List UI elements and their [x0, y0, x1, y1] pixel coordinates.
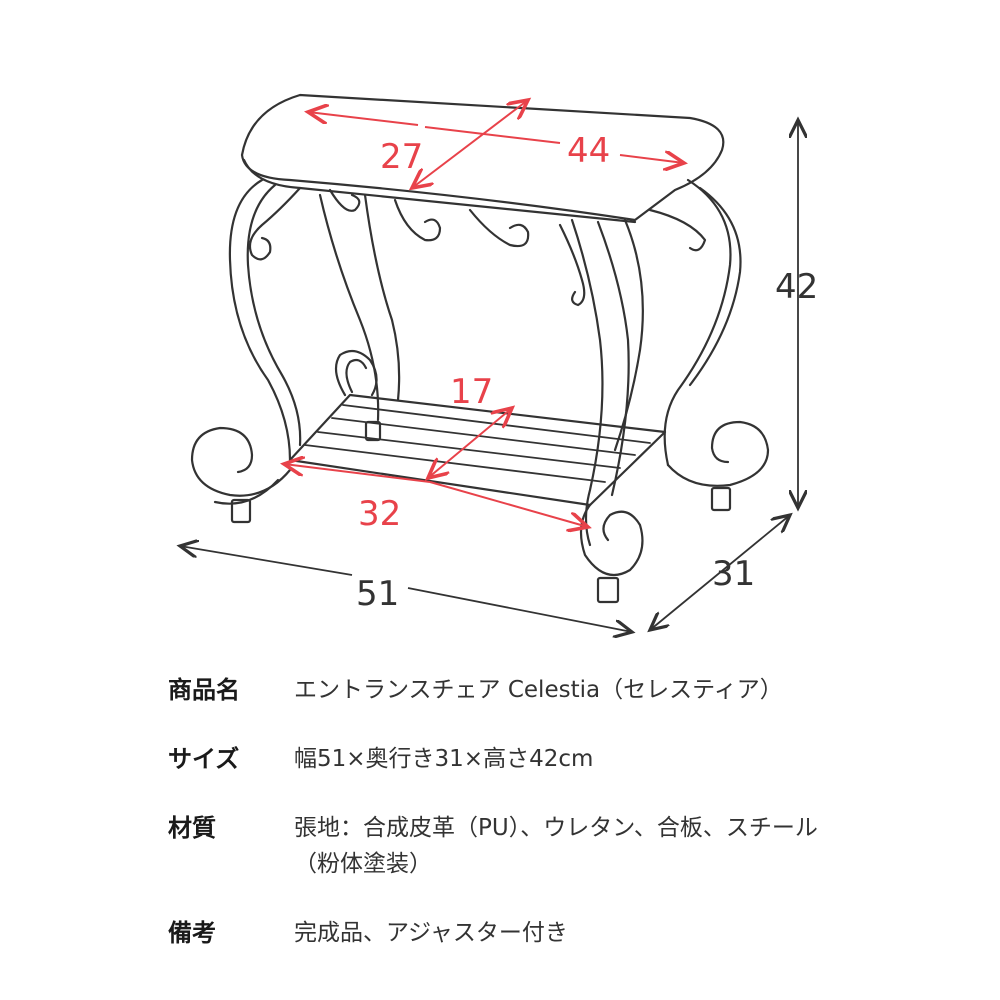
- coil-left: [334, 349, 378, 397]
- shelf-width-label: 32: [358, 494, 401, 534]
- spec-value: 完成品、アジャスター付き: [294, 920, 568, 946]
- spec-row-product-name: 商品名 エントランスチェア Celestia（セレスティア）: [168, 672, 948, 708]
- spec-label: 材質: [168, 814, 216, 842]
- spec-label: 備考: [168, 919, 216, 947]
- shelf: [288, 393, 667, 507]
- seat-cushion: [240, 93, 725, 222]
- scroll-mid1: [328, 188, 361, 212]
- stool-dimension-diagram: 27 44 17 32 42 51 31: [0, 93, 818, 650]
- adjuster-back: [364, 420, 382, 442]
- scroll-mid2: [393, 198, 442, 242]
- spec-row-size: サイズ 幅51×奥行き31×高さ42cm: [168, 741, 948, 777]
- spec-row-notes: 備考 完成品、アジャスター付き: [168, 915, 948, 951]
- depth-arrow: [650, 515, 790, 630]
- spec-value: 幅51×奥行き31×高さ42cm: [294, 746, 594, 772]
- adjuster-front: [596, 576, 620, 604]
- spec-value: 張地：合成皮革（PU）、ウレタン、合板、スチール（粉体塗装）: [294, 815, 818, 877]
- spec-label: サイズ: [168, 745, 240, 773]
- spec-row-material: 材質 張地：合成皮革（PU）、ウレタン、合板、スチール（粉体塗装）: [168, 810, 948, 882]
- width-label: 51: [356, 574, 399, 614]
- width-arrow-left: [180, 546, 353, 576]
- seat-depth-label: 27: [380, 137, 423, 177]
- height-label: 42: [775, 267, 818, 307]
- seat-width-arrow-mid: [424, 126, 561, 144]
- shelf-width-arrow-left: [284, 464, 431, 483]
- seat-width-arrow-right: [619, 155, 684, 163]
- scroll-mid3: [468, 208, 530, 248]
- seat-width-label: 44: [567, 131, 610, 171]
- foot-scroll-right: [666, 420, 770, 487]
- shelf-width-arrow-right: [429, 481, 588, 527]
- foot-scroll-left: [190, 426, 292, 497]
- scroll-right: [558, 223, 586, 307]
- width-arrow-right: [407, 587, 632, 632]
- black-dimensions: [180, 120, 798, 632]
- spec-table: 商品名 エントランスチェア Celestia（セレスティア） サイズ 幅51×奥…: [168, 672, 948, 984]
- spec-value: エントランスチェア Celestia（セレスティア）: [294, 677, 783, 703]
- red-dimensions: [284, 100, 684, 527]
- depth-label: 31: [712, 554, 755, 594]
- shelf-depth-label: 17: [450, 372, 493, 412]
- shelf-depth-arrow: [428, 408, 512, 478]
- adjuster-right: [710, 486, 732, 512]
- stool-illustration: [190, 93, 770, 604]
- scroll-left: [248, 186, 302, 261]
- spec-label: 商品名: [168, 676, 240, 704]
- foot-scroll-front: [579, 503, 644, 577]
- adjuster-left: [230, 498, 252, 524]
- seat-width-arrow-left: [308, 112, 419, 126]
- seat-depth-arrow: [412, 100, 528, 188]
